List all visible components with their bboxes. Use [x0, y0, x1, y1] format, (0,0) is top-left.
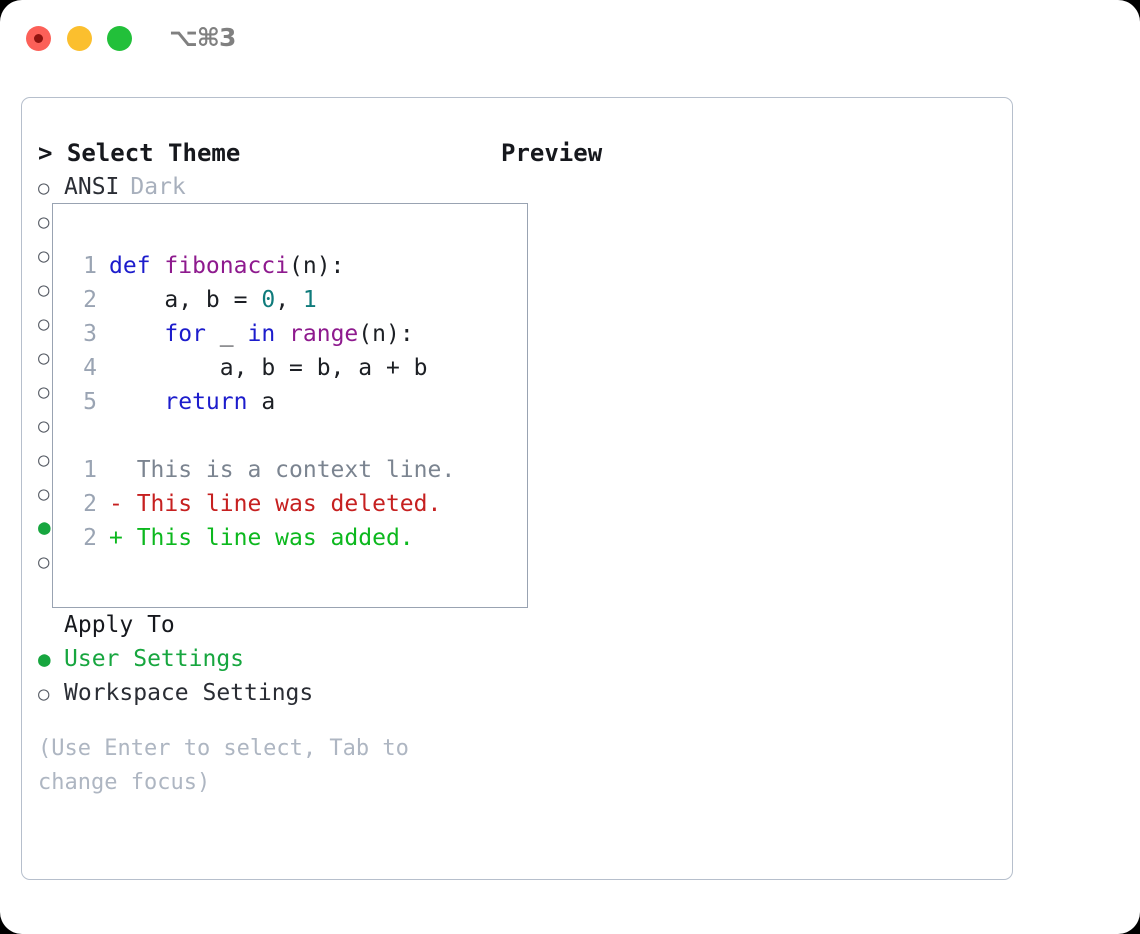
code-line-text: return a [109, 385, 275, 419]
apply-to-option[interactable]: ○ Workspace Settings [38, 676, 498, 710]
code-token: def [109, 253, 165, 279]
code-token: 0 [261, 287, 276, 313]
radio-unselected-icon: ○ [38, 415, 50, 437]
apply-to-heading: ○ Apply To [38, 608, 498, 642]
apply-to-heading-label: Apply To [64, 612, 175, 638]
code-line-text: for _ in range(n): [109, 317, 414, 351]
line-number: 2 [83, 287, 97, 313]
line-number: 4 [83, 355, 97, 381]
code-line: 3 for _ in range(n): [69, 317, 519, 351]
apply-to-option[interactable]: ● User Settings [38, 642, 498, 676]
radio-unselected-icon: ○ [38, 449, 50, 471]
code-token [109, 321, 164, 347]
radio-unselected-icon: ○ [38, 211, 50, 233]
diff-line-text: - This line was deleted. [109, 491, 442, 517]
title-bar: ⌥⌘3 [0, 0, 1140, 78]
diff-sample: 1 This is a context line. 2 - This line wa… [69, 453, 519, 555]
code-token: _ [205, 321, 248, 347]
apply-to-option-label: User Settings [64, 646, 245, 672]
radio-selected-icon: ● [38, 515, 51, 539]
code-token: a, b = [109, 287, 262, 313]
apply-to-heading-marker: ○ [38, 609, 64, 643]
preview-column: Preview [501, 136, 1001, 170]
code-token: in [247, 321, 276, 347]
code-token: return [164, 389, 248, 415]
theme-option-tag: Dark [130, 174, 186, 200]
code-line: 1 def fibonacci(n): [69, 249, 519, 283]
code-token: a, b = b, a + b [109, 355, 428, 381]
radio-selected-icon: ● [38, 647, 51, 671]
maximize-button[interactable] [107, 26, 132, 51]
diff-line: 2 + This line was added. [69, 521, 519, 555]
keyboard-shortcut-label: ⌥⌘3 [169, 23, 236, 52]
code-line-text: a, b = 0, 1 [109, 283, 317, 317]
diff-line-text: This is a context line. [109, 457, 456, 483]
radio-unselected-icon: ○ [38, 683, 50, 705]
code-token [109, 389, 164, 415]
line-number: 1 [83, 457, 97, 483]
code-token: , [275, 287, 303, 313]
code-line-text: a, b = b, a + b [109, 351, 428, 385]
radio-unselected-icon: ○ [38, 551, 50, 573]
preview-title: Preview [501, 139, 603, 167]
code-line: 5 return a [69, 385, 519, 419]
select-theme-heading: > Select Theme [38, 139, 241, 167]
code-line-text: def fibonacci(n): [109, 249, 344, 283]
line-number: 2 [83, 491, 97, 517]
radio-unselected-icon: ○ [38, 245, 50, 267]
diff-line: 1 This is a context line. [69, 453, 519, 487]
line-number: 5 [83, 389, 97, 415]
code-line: 4 a, b = b, a + b [69, 351, 519, 385]
radio-unselected-icon: ○ [38, 347, 50, 369]
code-line: 2 a, b = 0, 1 [69, 283, 519, 317]
code-token [275, 321, 289, 347]
theme-option[interactable]: ○ ANSI Dark [38, 170, 498, 204]
line-number: 2 [83, 525, 97, 551]
code-token: range [289, 321, 359, 347]
code-token: a [247, 389, 276, 415]
theme-option-label: ANSI [64, 174, 120, 200]
radio-unselected-icon: ○ [38, 279, 50, 301]
apply-to-option-label: Workspace Settings [64, 680, 314, 706]
close-button[interactable] [26, 26, 51, 51]
keyboard-hint: (Use Enter to select, Tab to change focu… [38, 736, 409, 795]
apply-to-list[interactable]: ● User Settings ○ Workspace Settings [38, 642, 498, 710]
code-token: for [164, 321, 206, 347]
code-token: fibonacci [164, 253, 290, 279]
radio-unselected-icon: ○ [38, 483, 50, 505]
line-number: 3 [83, 321, 97, 347]
radio-unselected-icon: ○ [38, 177, 50, 199]
line-number: 1 [83, 253, 97, 279]
radio-unselected-icon: ○ [38, 381, 50, 403]
minimize-button[interactable] [67, 26, 92, 51]
diff-line-text: + This line was added. [109, 525, 414, 551]
code-token: 1 [302, 287, 317, 313]
diff-line: 2 - This line was deleted. [69, 487, 519, 521]
code-token: (n): [358, 321, 414, 347]
radio-unselected-icon: ○ [38, 313, 50, 335]
code-token: (n): [289, 253, 345, 279]
